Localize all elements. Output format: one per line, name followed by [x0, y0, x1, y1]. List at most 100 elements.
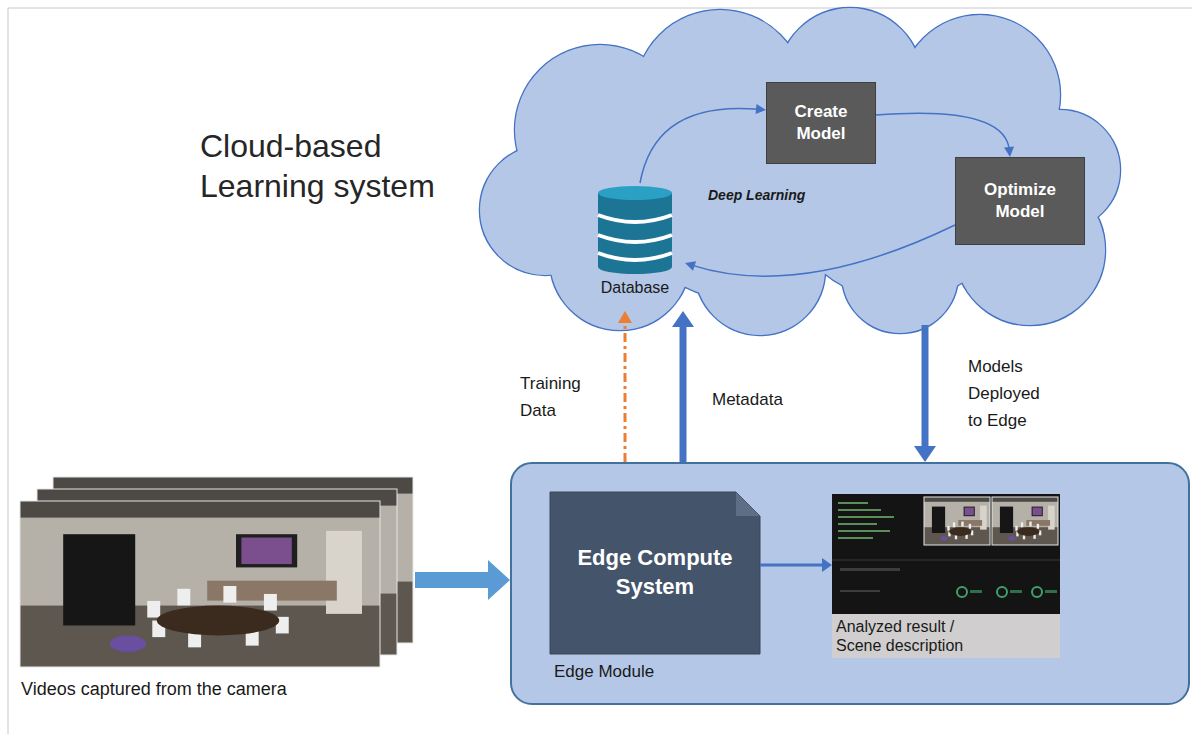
photo-frame [20, 501, 380, 667]
photo-wall [20, 501, 380, 667]
photo-chair [969, 524, 971, 529]
screen-line [838, 502, 868, 504]
photo-chair [961, 522, 963, 527]
photo-table [949, 527, 971, 536]
photo-chair [953, 522, 955, 527]
arrow-head [685, 261, 696, 271]
cylinder-top [598, 186, 672, 200]
node-label: Edge Compute System [564, 544, 746, 601]
screen-line [838, 523, 877, 525]
room-photo [924, 497, 990, 545]
photo-chair [1021, 522, 1023, 527]
compute-fill [550, 492, 760, 654]
node-label: Optimize Model [964, 179, 1076, 223]
photo-tv-screen [241, 538, 291, 565]
screen-dot [1032, 587, 1042, 597]
screen-dot [957, 587, 967, 597]
edge-label: Training Data [520, 370, 612, 424]
cloud-fill [480, 145, 610, 275]
node-label: Cloud-based Learning system [200, 126, 480, 206]
connector-arrow [685, 225, 955, 276]
connector-arrow [876, 113, 1014, 157]
connector-arrow [914, 325, 936, 462]
database-icon [585, 183, 685, 275]
compute-fold [736, 492, 760, 516]
database-node: Database [585, 183, 685, 311]
cylinder-band [598, 215, 672, 222]
cylinder-bottom [598, 260, 672, 274]
video-frames: Videos captured from the camera [15, 475, 415, 710]
arrow-head [914, 446, 936, 462]
cloud-outline [480, 145, 610, 275]
photo-door [1048, 506, 1055, 530]
room-photo [992, 497, 1058, 545]
photo-ceiling [924, 497, 990, 502]
node-label: Database [585, 279, 685, 297]
photo-ceiling [20, 501, 380, 518]
screen-line [1045, 590, 1057, 593]
photo-object [110, 635, 146, 652]
connector-line [640, 108, 759, 183]
connector-line [624, 319, 627, 462]
screen-line [838, 516, 894, 518]
connector-line [692, 225, 955, 276]
connector-line [922, 325, 929, 451]
video-frames-picture [15, 475, 415, 675]
connector-line [415, 572, 495, 588]
cloud-region: Cloud-based Learning systemDatabase Creat… [195, 0, 1125, 325]
photo-chair [947, 526, 949, 531]
photo-chair [1015, 526, 1017, 531]
screen-dot [997, 587, 1007, 597]
photo-wall [924, 497, 990, 545]
photo-tv [964, 507, 975, 517]
photo-tv-screen [965, 508, 974, 516]
compute-box: Edge Compute System [550, 492, 760, 654]
photo-object [1009, 536, 1016, 541]
photo-panel [1000, 507, 1013, 533]
result-screenshot [832, 494, 1060, 614]
connector-arrow [415, 560, 510, 600]
arrow-head [618, 311, 632, 323]
arrow-head [672, 311, 694, 327]
edge-label-holder: Models Deployed to Edge [968, 353, 1050, 435]
photo-chair [264, 594, 277, 611]
arrow-head [756, 104, 766, 114]
photo-chair [1037, 524, 1039, 529]
connector-arrow [672, 311, 694, 462]
photo-frame [924, 497, 990, 545]
screen-ground [832, 494, 1060, 614]
connector-line [760, 564, 825, 567]
photo-chair [147, 601, 160, 618]
node-label: Analyzed result / Scene description [832, 614, 1060, 658]
screen-line [970, 590, 982, 593]
connector-line [680, 322, 687, 462]
node-label: Videos captured from the camera [21, 679, 415, 700]
screen-line [838, 509, 881, 511]
photo-tv [236, 534, 297, 567]
result-panel: Analyzed result / Scene description [832, 494, 1060, 658]
screen-divider [832, 560, 1060, 561]
photo-frame [992, 497, 1058, 545]
edge-module-box: Edge Module Edge Compute SystemAnalyzed r… [510, 462, 1190, 705]
compute-shape [550, 492, 760, 654]
photo-chair [177, 589, 190, 606]
process-box: Create Model [766, 82, 876, 164]
photo-door [326, 531, 362, 614]
connector-line [876, 113, 1009, 150]
cylinder-band [598, 253, 672, 260]
node-label: Edge Module [554, 662, 654, 682]
screen-line [840, 568, 900, 571]
arrow-head [1004, 147, 1014, 157]
arrow-head [488, 560, 510, 600]
edge-label-holder: Metadata [712, 386, 812, 413]
edge-label: Metadata [712, 386, 812, 413]
photo-wall [992, 497, 1058, 545]
photo-panel [932, 507, 945, 533]
frame-line [8, 8, 9, 734]
cylinder-body [598, 193, 672, 267]
photo-tv [1032, 507, 1043, 517]
loop-label: Deep Learning [708, 187, 858, 204]
connector-arrow [618, 311, 632, 462]
cylinder-band [598, 235, 672, 242]
photo-chair [223, 586, 236, 603]
